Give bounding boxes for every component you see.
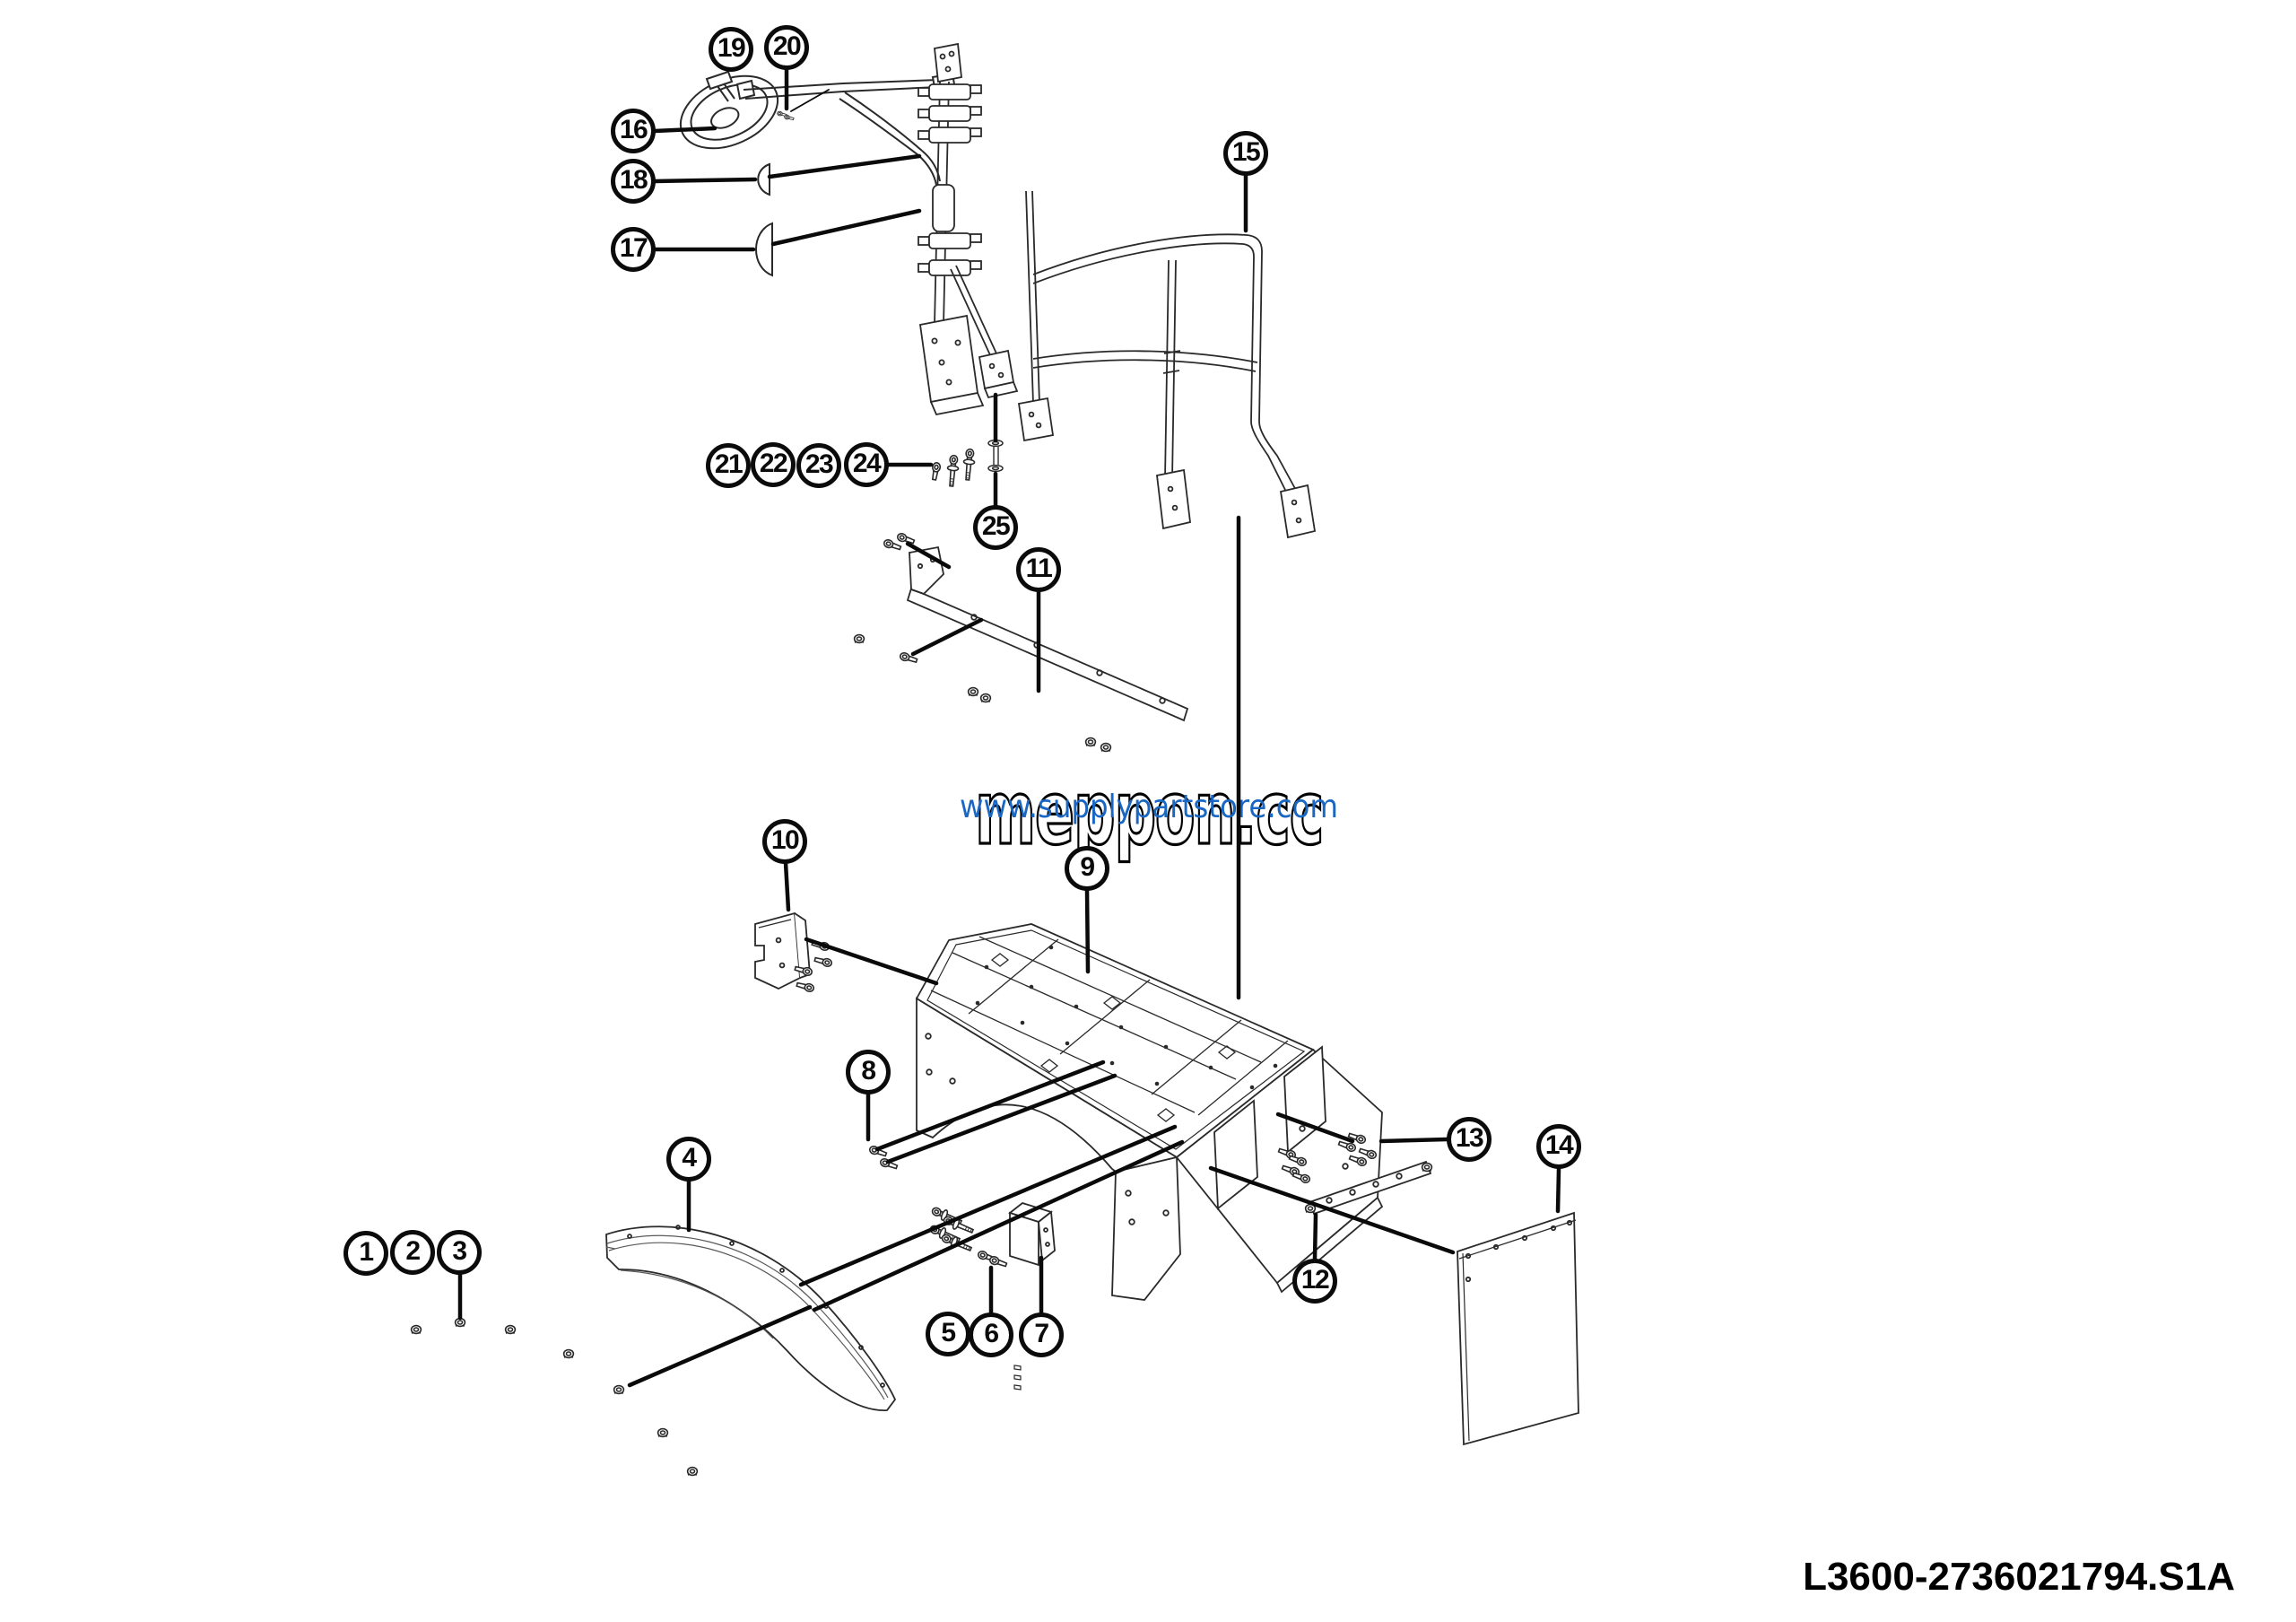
callout-25: 25 bbox=[973, 505, 1018, 550]
bracket-10 bbox=[754, 911, 811, 990]
callout-1: 1 bbox=[344, 1231, 388, 1276]
callout-14: 14 bbox=[1536, 1124, 1581, 1169]
callout-16: 16 bbox=[611, 109, 656, 153]
fender-extension bbox=[605, 1225, 897, 1411]
callout-20: 20 bbox=[764, 25, 809, 70]
guard-rail bbox=[1032, 233, 1317, 539]
callout-5: 5 bbox=[926, 1312, 970, 1356]
callout-12: 12 bbox=[1292, 1259, 1337, 1304]
callout-22: 22 bbox=[751, 442, 796, 487]
callout-13: 13 bbox=[1447, 1117, 1492, 1162]
callout-6: 6 bbox=[969, 1312, 1013, 1357]
callout-2: 2 bbox=[390, 1230, 435, 1275]
leader-lines bbox=[457, 66, 1561, 1388]
callout-18: 18 bbox=[611, 159, 656, 204]
callout-21: 21 bbox=[706, 443, 751, 488]
drawing-number: L3600-2736021794.S1A bbox=[1803, 1555, 2235, 1599]
callout-24: 24 bbox=[844, 442, 889, 487]
mud-plate-14 bbox=[1457, 1211, 1579, 1446]
callout-8: 8 bbox=[846, 1050, 891, 1094]
callout-10: 10 bbox=[762, 819, 807, 864]
callout-3: 3 bbox=[437, 1230, 482, 1275]
callout-17: 17 bbox=[611, 227, 656, 272]
fasteners bbox=[410, 110, 1433, 1477]
callout-9: 9 bbox=[1065, 846, 1109, 891]
mast-assembly bbox=[918, 42, 1055, 442]
callout-11: 11 bbox=[1016, 547, 1061, 592]
mirror-assembly bbox=[679, 70, 957, 186]
watermark-brand-text: meppon.cc bbox=[975, 763, 1323, 865]
bracket-7 bbox=[1008, 1201, 1056, 1391]
callout-19: 19 bbox=[709, 27, 753, 72]
fender-deck bbox=[915, 923, 1384, 1301]
callout-4: 4 bbox=[666, 1137, 711, 1182]
watermark-url-text: www.supplypartstore.com bbox=[960, 789, 1338, 825]
callout-7: 7 bbox=[1019, 1312, 1064, 1357]
callout-15: 15 bbox=[1223, 131, 1268, 176]
callout-23: 23 bbox=[796, 443, 841, 488]
cap-parts bbox=[755, 162, 773, 277]
